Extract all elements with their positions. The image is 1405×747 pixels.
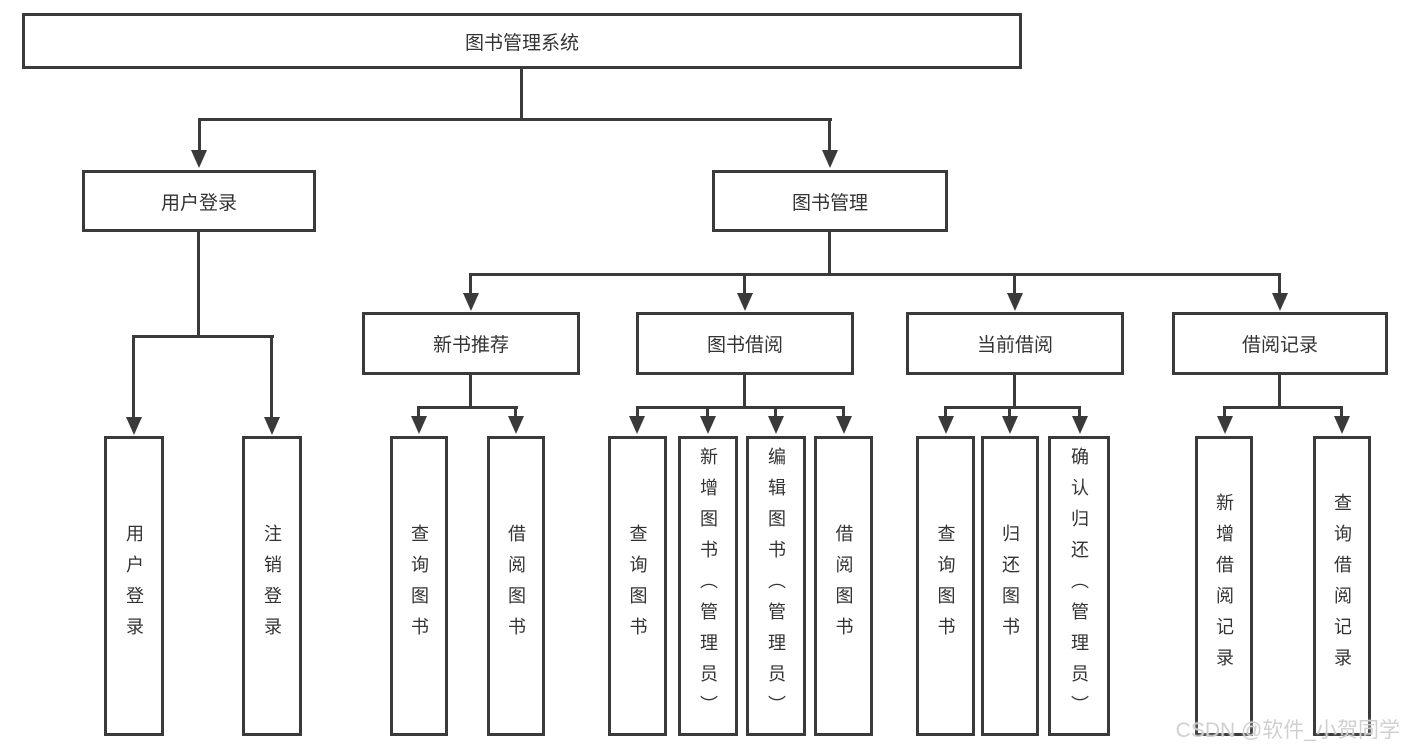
connector-line xyxy=(270,335,273,418)
node-library-system: 图书管理系统 xyxy=(22,13,1022,69)
connector-line xyxy=(1278,375,1281,409)
arrow-down-icon xyxy=(822,150,838,168)
connector-line xyxy=(469,273,472,297)
node-recommend-query-books: 查询图书 xyxy=(390,436,448,736)
connector-line xyxy=(132,335,274,338)
arrow-down-icon xyxy=(737,293,753,311)
node-confirm-return-admin: 确认归还（管理员） xyxy=(1048,436,1110,736)
arrow-down-icon xyxy=(1072,416,1088,434)
connector-line xyxy=(132,335,135,418)
arrow-down-icon xyxy=(1217,416,1233,434)
node-user-login-leaf: 用户登录 xyxy=(104,436,164,736)
csdn-watermark: CSDN @软件_小贺同学 xyxy=(1175,719,1400,742)
connector-line xyxy=(1223,406,1226,419)
connector-line xyxy=(944,406,1081,409)
node-logout: 注销登录 xyxy=(242,436,302,736)
node-borrowing-records: 借阅记录 xyxy=(1172,312,1388,375)
connector-line xyxy=(1223,406,1343,409)
node-current-query-books: 查询图书 xyxy=(916,436,975,736)
arrow-down-icon xyxy=(411,416,427,434)
node-query-borrow-record: 查询借阅记录 xyxy=(1313,436,1371,736)
connector-line xyxy=(1008,406,1011,419)
connector-line xyxy=(636,406,845,409)
connector-line xyxy=(1340,406,1343,419)
connector-line xyxy=(743,273,746,297)
connector-line xyxy=(828,118,831,154)
connector-line xyxy=(706,406,709,419)
connector-line xyxy=(1013,273,1016,297)
arrow-down-icon xyxy=(264,417,280,435)
arrow-down-icon xyxy=(1334,416,1350,434)
arrow-down-icon xyxy=(629,416,645,434)
node-add-borrow-record: 新增借阅记录 xyxy=(1195,436,1253,736)
connector-line xyxy=(470,273,1281,276)
arrow-down-icon xyxy=(463,293,479,311)
arrow-down-icon xyxy=(126,417,142,435)
node-recommend-borrow-books: 借阅图书 xyxy=(487,436,545,736)
connector-line xyxy=(197,232,200,338)
node-borrowing-borrow-books: 借阅图书 xyxy=(814,436,873,736)
arrow-down-icon xyxy=(1007,293,1023,311)
connector-line xyxy=(636,406,639,419)
connector-line xyxy=(417,406,518,409)
arrow-down-icon xyxy=(700,416,716,434)
arrow-down-icon xyxy=(191,150,207,168)
connector-line xyxy=(417,406,420,419)
node-book-management: 图书管理 xyxy=(712,170,948,232)
node-add-books-admin: 新增图书（管理员） xyxy=(678,436,738,736)
connector-line xyxy=(842,406,845,419)
connector-line xyxy=(944,406,947,419)
connector-line xyxy=(743,375,746,409)
arrow-down-icon xyxy=(1272,293,1288,311)
node-borrowing-query-books: 查询图书 xyxy=(608,436,667,736)
connector-line xyxy=(1013,375,1016,409)
node-user-login: 用户登录 xyxy=(82,170,316,232)
connector-line xyxy=(514,406,517,419)
connector-line xyxy=(469,375,472,409)
node-book-borrowing: 图书借阅 xyxy=(636,312,854,375)
arrow-down-icon xyxy=(938,416,954,434)
node-return-books: 归还图书 xyxy=(981,436,1039,736)
connector-line xyxy=(520,69,523,120)
arrow-down-icon xyxy=(836,416,852,434)
node-new-book-recommend: 新书推荐 xyxy=(362,312,580,375)
arrow-down-icon xyxy=(768,416,784,434)
arrow-down-icon xyxy=(1002,416,1018,434)
node-current-borrowing: 当前借阅 xyxy=(906,312,1124,375)
connector-line xyxy=(774,406,777,419)
connector-line xyxy=(198,118,832,121)
node-edit-books-admin: 编辑图书（管理员） xyxy=(746,436,806,736)
connector-line xyxy=(1278,273,1281,297)
connector-line xyxy=(198,118,201,154)
arrow-down-icon xyxy=(508,416,524,434)
connector-line xyxy=(828,232,831,276)
connector-line xyxy=(1078,406,1081,419)
